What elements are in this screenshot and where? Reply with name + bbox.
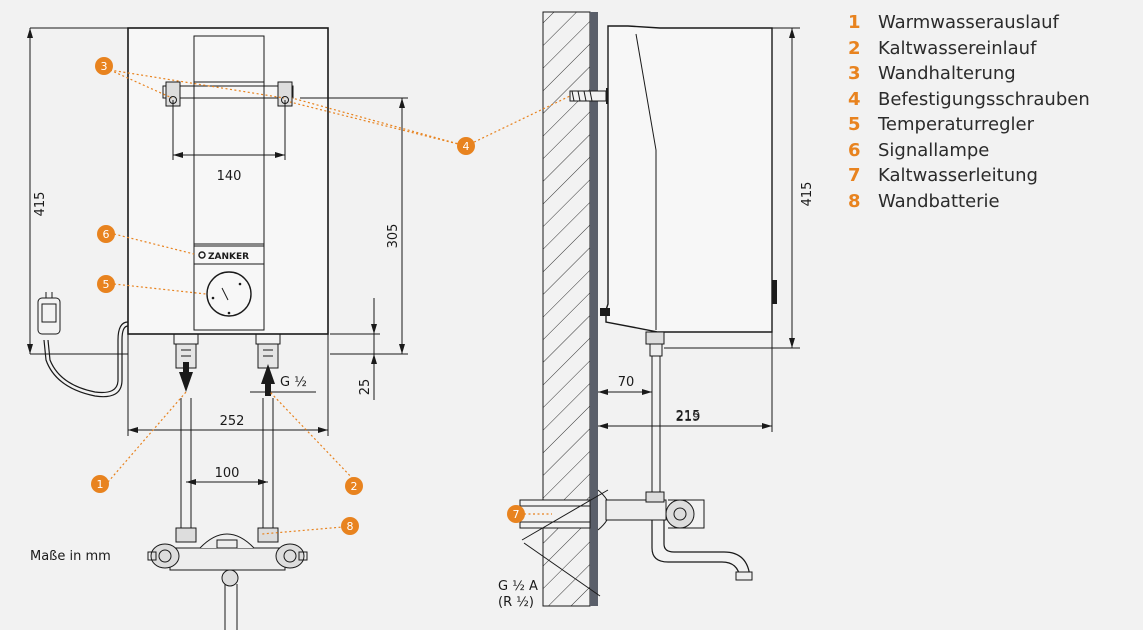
front-panel-strip bbox=[193, 35, 265, 331]
svg-text:6: 6 bbox=[103, 228, 110, 241]
front-dimensions bbox=[27, 27, 408, 485]
marker-7: 7 bbox=[507, 505, 525, 523]
units-note: Maße in mm bbox=[30, 549, 111, 564]
front-view: ZANKER bbox=[27, 27, 408, 630]
dim-height-right: 415 bbox=[800, 182, 815, 207]
wall-panel bbox=[590, 12, 598, 606]
dim-140: 140 bbox=[217, 169, 242, 184]
svg-text:4: 4 bbox=[463, 140, 470, 153]
marker-8: 8 bbox=[341, 517, 359, 535]
dim-thread: G ½ bbox=[280, 375, 307, 390]
brand-label: ZANKER bbox=[208, 252, 249, 262]
wall-bracket bbox=[162, 81, 294, 107]
signal-lamp bbox=[198, 251, 206, 259]
callout-leaders bbox=[107, 69, 571, 535]
wall-mixer-side bbox=[519, 489, 753, 581]
dim-305: 305 bbox=[386, 224, 401, 249]
svg-text:1: 1 bbox=[97, 478, 104, 491]
connection-label-1: G ½ A bbox=[498, 579, 538, 594]
dim-100: 100 bbox=[215, 466, 240, 481]
side-dimensions bbox=[521, 27, 800, 597]
dim-215: 215 bbox=[676, 409, 701, 424]
side-view: 415 70 215 219 G ½ A (R ½) bbox=[498, 11, 815, 610]
svg-text:7: 7 bbox=[513, 508, 520, 521]
svg-text:3: 3 bbox=[101, 60, 108, 73]
marker-5: 5 bbox=[97, 275, 115, 293]
dim-252: 252 bbox=[220, 414, 245, 429]
power-plug bbox=[37, 292, 129, 398]
marker-3: 3 bbox=[95, 57, 113, 75]
svg-text:2: 2 bbox=[351, 480, 358, 493]
device-side-housing bbox=[605, 25, 773, 333]
device-front-housing bbox=[127, 27, 329, 335]
dim-70: 70 bbox=[618, 375, 635, 390]
brand-plate bbox=[193, 245, 265, 265]
marker-6: 6 bbox=[97, 225, 115, 243]
marker-1: 1 bbox=[91, 475, 109, 493]
connection-label-2: (R ½) bbox=[498, 595, 534, 610]
marker-2: 2 bbox=[345, 477, 363, 495]
svg-text:8: 8 bbox=[347, 520, 354, 533]
svg-text:5: 5 bbox=[103, 278, 110, 291]
dim-height-left: 415 bbox=[33, 192, 48, 217]
marker-4: 4 bbox=[457, 137, 475, 155]
dim-219: 219 bbox=[676, 410, 701, 425]
wall-mixer-front bbox=[147, 527, 308, 630]
dim-25: 25 bbox=[358, 379, 373, 396]
temperature-knob bbox=[206, 271, 252, 317]
water-connections bbox=[173, 333, 281, 530]
